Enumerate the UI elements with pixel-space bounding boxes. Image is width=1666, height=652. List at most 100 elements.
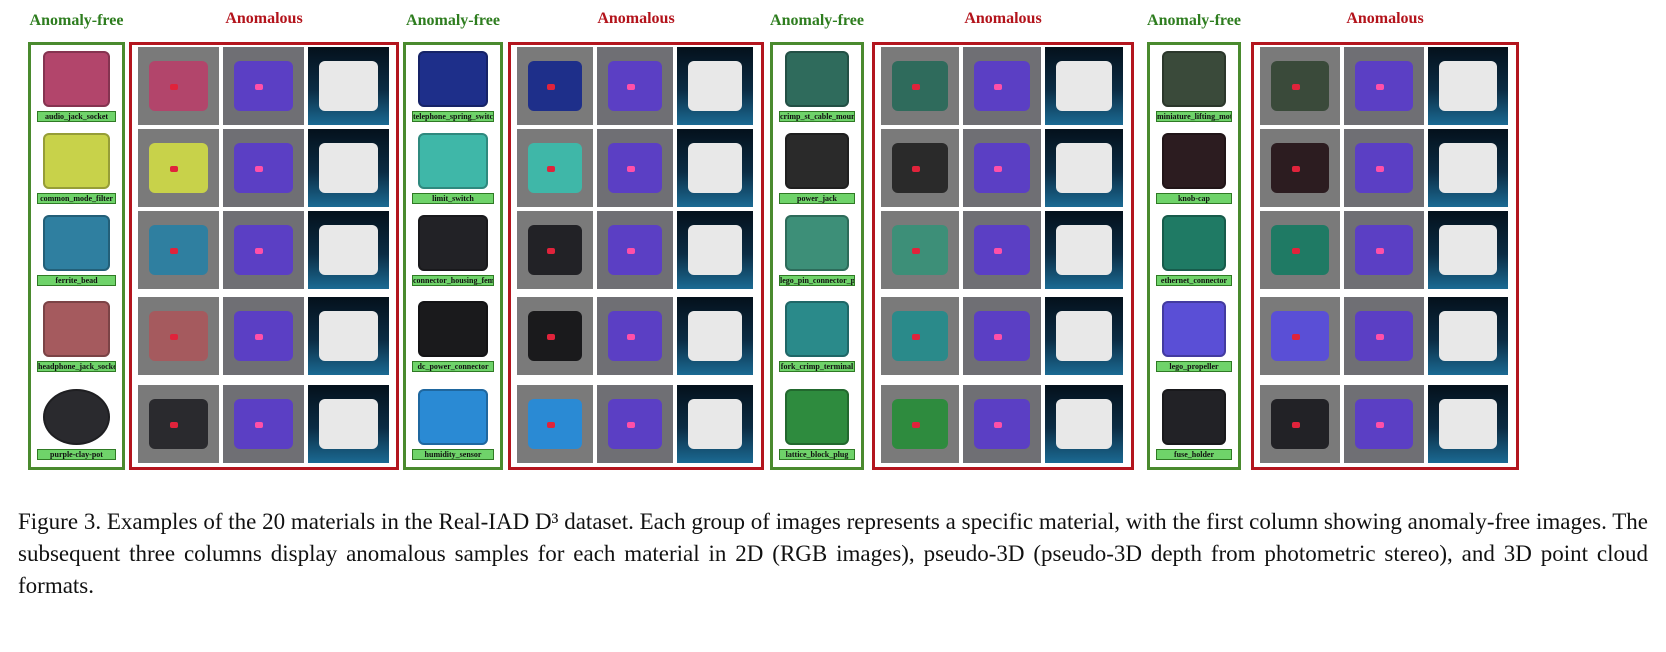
rgb-anomaly-image xyxy=(881,211,959,289)
defect-marker xyxy=(994,422,1003,429)
pseudo-3d-anomaly-image xyxy=(963,297,1041,375)
defect-marker xyxy=(547,166,556,173)
rgb-anomaly-image xyxy=(881,129,959,207)
defect-marker xyxy=(547,84,556,91)
sample-object xyxy=(1439,399,1497,449)
point-cloud-anomaly-image xyxy=(308,47,389,125)
sample-object xyxy=(687,225,743,275)
anomaly-free-column: crimp_st_cable_mount_boxpower_jacklego_p… xyxy=(770,42,864,470)
material-label: telephone_spring_switch xyxy=(412,111,494,122)
anomalous-header: Anomalous xyxy=(597,10,675,27)
point-cloud-anomaly-image xyxy=(1428,211,1508,289)
pseudo-3d-anomaly-image xyxy=(963,129,1041,207)
defect-marker xyxy=(255,422,264,429)
defect-marker xyxy=(994,84,1003,91)
defect-marker xyxy=(1376,84,1384,91)
defect-marker xyxy=(547,422,556,429)
rgb-anomaly-image xyxy=(1260,211,1340,289)
anomaly-free-header: Anomaly-free xyxy=(29,12,124,29)
sample-object xyxy=(319,143,378,193)
point-cloud-anomaly-image xyxy=(677,297,753,375)
material-label: fuse_holder xyxy=(1156,449,1232,460)
defect-marker xyxy=(255,248,264,255)
anomalous-header: Anomalous xyxy=(225,10,303,27)
material-sample-image xyxy=(785,301,849,357)
rgb-anomaly-image xyxy=(517,129,593,207)
sample-object xyxy=(1055,225,1113,275)
defect-marker xyxy=(912,166,921,173)
material-label: ethernet_connector xyxy=(1156,275,1232,286)
rgb-anomaly-image xyxy=(517,385,593,463)
point-cloud-anomaly-image xyxy=(1428,297,1508,375)
anomaly-free-header: Anomaly-free xyxy=(1147,12,1241,29)
rgb-anomaly-image xyxy=(138,129,219,207)
material-label: common_mode_filter xyxy=(37,193,116,204)
point-cloud-anomaly-image xyxy=(1045,297,1123,375)
defect-marker xyxy=(255,334,264,341)
defect-marker xyxy=(1376,166,1384,173)
point-cloud-anomaly-image xyxy=(677,129,753,207)
material-label: purple-clay-pot xyxy=(37,449,116,460)
anomalous-columns xyxy=(129,42,399,470)
defect-marker xyxy=(170,422,179,429)
sample-object xyxy=(234,143,293,193)
sample-object xyxy=(319,399,378,449)
point-cloud-anomaly-image xyxy=(1045,385,1123,463)
rgb-anomaly-image xyxy=(1260,385,1340,463)
pseudo-3d-anomaly-image xyxy=(597,129,673,207)
defect-marker xyxy=(1376,422,1384,429)
defect-marker xyxy=(994,248,1003,255)
sample-object xyxy=(1439,61,1497,111)
material-sample-image xyxy=(1162,301,1226,357)
rgb-anomaly-image xyxy=(881,297,959,375)
defect-marker xyxy=(912,84,921,91)
material-label: connector_housing_female xyxy=(412,275,494,286)
defect-marker xyxy=(912,248,921,255)
defect-marker xyxy=(1376,334,1384,341)
sample-object xyxy=(149,399,208,449)
sample-object xyxy=(149,225,208,275)
sample-object xyxy=(234,225,293,275)
anomalous-header: Anomalous xyxy=(1346,10,1424,27)
point-cloud-anomaly-image xyxy=(1045,47,1123,125)
point-cloud-anomaly-image xyxy=(308,211,389,289)
defect-marker xyxy=(994,334,1003,341)
material-label: humidity_sensor xyxy=(412,449,494,460)
material-sample-image xyxy=(418,389,488,445)
material-label: fork_crimp_terminal xyxy=(779,361,855,372)
material-sample-image xyxy=(418,215,488,271)
pseudo-3d-anomaly-image xyxy=(963,385,1041,463)
caption-text: Figure 3. Examples of the 20 materials i… xyxy=(18,509,1648,598)
sample-object xyxy=(234,311,293,361)
sample-object xyxy=(1055,399,1113,449)
sample-object xyxy=(1439,311,1497,361)
point-cloud-anomaly-image xyxy=(677,385,753,463)
material-sample-image xyxy=(785,389,849,445)
material-label: limit_switch xyxy=(412,193,494,204)
material-sample-image xyxy=(418,51,488,107)
pseudo-3d-anomaly-image xyxy=(963,211,1041,289)
defect-marker xyxy=(1292,248,1300,255)
anomalous-columns xyxy=(508,42,764,470)
pseudo-3d-anomaly-image xyxy=(597,385,673,463)
material-sample-image xyxy=(43,133,110,189)
point-cloud-anomaly-image xyxy=(308,385,389,463)
pseudo-3d-anomaly-image xyxy=(223,385,304,463)
defect-marker xyxy=(170,84,179,91)
pseudo-3d-anomaly-image xyxy=(1344,385,1424,463)
defect-marker xyxy=(912,334,921,341)
defect-marker xyxy=(627,334,636,341)
defect-marker xyxy=(994,166,1003,173)
rgb-anomaly-image xyxy=(138,211,219,289)
rgb-anomaly-image xyxy=(138,47,219,125)
sample-object xyxy=(319,311,378,361)
anomalous-columns xyxy=(1251,42,1519,470)
material-label: ferrite_bead xyxy=(37,275,116,286)
point-cloud-anomaly-image xyxy=(677,47,753,125)
point-cloud-anomaly-image xyxy=(1045,211,1123,289)
rgb-anomaly-image xyxy=(881,385,959,463)
rgb-anomaly-image xyxy=(1260,47,1340,125)
defect-marker xyxy=(547,248,556,255)
